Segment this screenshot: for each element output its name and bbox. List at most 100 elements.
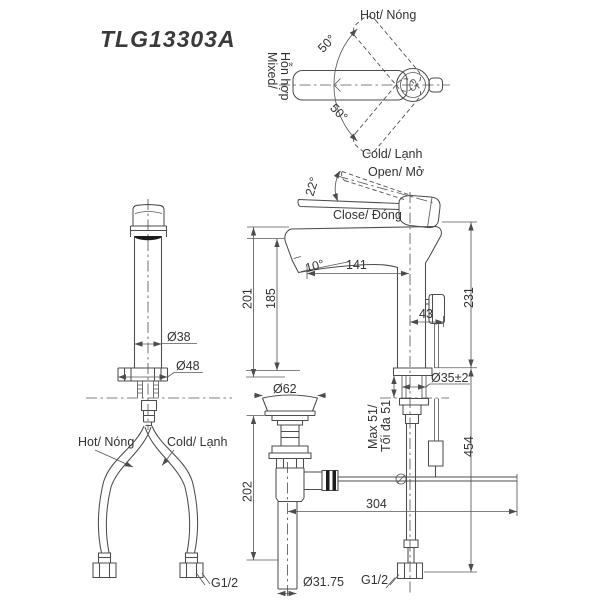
arc-arrow-down [349,133,358,142]
max51-label-line1: Max 51/ [366,404,380,449]
hot-hose-outer [97,425,145,554]
h231-arrow-top [468,222,474,231]
hot-position-label: Hot/ Nóng [360,8,416,22]
dia62-arrow-right [317,392,326,399]
dia38-arrow-left [134,341,143,347]
spout-angle-label: 10° [304,257,326,275]
front-spout-mouth [134,236,163,241]
drain-stopper-cap [262,394,319,417]
handle-open-position-dashed [341,171,412,200]
max51-arrow-top [391,376,397,384]
h185-label: 185 [264,288,278,309]
drain202-arrow-top [250,416,257,424]
pipe-dia-arrow-right [288,590,297,597]
reach-dim-lines [300,261,409,279]
angle-50-down-label: 50° [327,101,350,124]
front-neck-band [129,225,168,237]
h231-arrow-bottom [468,359,474,368]
h454-arrow-bottom [468,564,474,572]
dia48-arrow-left [118,374,126,380]
drain-locknut [275,457,305,469]
height-dim-lines [246,226,300,378]
side-aerator-line [293,256,302,259]
angle-50-up-label: 50° [315,32,338,55]
angle-22-label: 22° [303,176,322,198]
dia35-arrow-left [402,384,410,390]
drain-body [275,468,322,503]
cold-hose-end-fitting [179,552,204,579]
side-base-flange [392,367,433,377]
reach-arrow-left [307,270,315,277]
h201-label: 201 [241,288,255,309]
arc22-arrow-bottom [332,193,338,202]
dia48-label: Ø48 [176,359,200,373]
max51-label-line2: Tối đa 51 [379,400,393,452]
dia35-label: Ø35±2 [431,371,468,385]
top-view-handle-rotation: Hot/ Nóng Cold/ Lạnh Mixed/ Hỗn hợp 50° … [265,8,450,161]
right-dim-lines [424,221,477,573]
cold-hose-inner [144,426,191,553]
close-label: Close/ Đóng [333,208,402,222]
rod304-label: 304 [366,497,387,511]
dia35-arrow-right [418,384,426,390]
drain202-arrow-bottom [250,552,257,560]
h201-arrow-bottom [250,369,257,377]
front-supply-fitting [140,399,158,427]
front-body [133,237,163,368]
dia38-arrow-right [153,341,162,347]
arc22-arrow-top [333,170,341,179]
dia62-arrow-left [254,392,263,399]
rod304-dim-lines [288,474,518,516]
front-thread-label: G1/2 [211,576,238,590]
offset43-arrow-right [435,319,444,325]
front-cold-label: Cold/ Lạnh [167,435,228,449]
drain-assembly: 202 Ø62 Ø31.75 [241,382,344,597]
dia48-arrow-right [159,374,168,380]
rod-connector-band1 [326,470,330,491]
h454-arrow-top [468,368,474,377]
rod304-arrow-right [509,508,517,515]
drain202-label: 202 [241,481,255,502]
front-handle-arc [134,211,163,214]
rod-connector-band2 [332,470,336,491]
drain-tailpipe [277,501,298,590]
handle-mixed-position [292,69,408,101]
front-hot-label: Hot/ Nóng [78,435,134,449]
handle-pivot-inner [400,72,426,98]
drain-collar [268,445,312,460]
lift-rod-clevis [427,440,444,477]
h231-label: 231 [462,287,476,308]
drain-neck [280,425,300,446]
pivot-logo-mark [409,79,417,91]
arc-center-tick [333,78,341,92]
side-supply-hose [396,423,424,580]
cold-hose-outer [151,425,199,554]
rod-clamp-screw [395,473,407,485]
cold-leader-arrow [162,457,170,466]
reach-arrow-right [401,270,409,277]
cold-position-label: Cold/ Lạnh [362,147,423,161]
rod-clamp-slash [396,474,406,484]
open-label: Open/ Mở [368,165,424,179]
popup-horizontal-rod [338,476,517,482]
handle-grip-edge [427,197,433,228]
open-close-view: Open/ Mở Close/ Đóng 22° [297,165,441,229]
offset43-label: 43 [419,307,433,321]
handle-rear-stub [428,77,444,93]
drain-flange-steps [271,414,309,426]
front-handle-top [132,204,165,226]
pipe-dia-arrow-left [277,590,286,597]
handle-hot-position-dashed [352,78,422,154]
handle-cold-position-dashed [352,16,422,92]
hot-hose-inner [105,426,152,553]
hot-hose-end-fitting [92,552,117,579]
hot-leader-arrow [124,461,133,467]
handle-closed-lever [297,198,400,211]
h185-arrow-bottom [274,362,280,371]
pipe-dia-label: Ø31.75 [303,575,344,589]
lift-rod-knob [425,293,446,325]
arc-arrow-up [349,28,358,37]
offset43-arrow-left [410,319,418,325]
model-number: TLG13303A [100,26,236,52]
